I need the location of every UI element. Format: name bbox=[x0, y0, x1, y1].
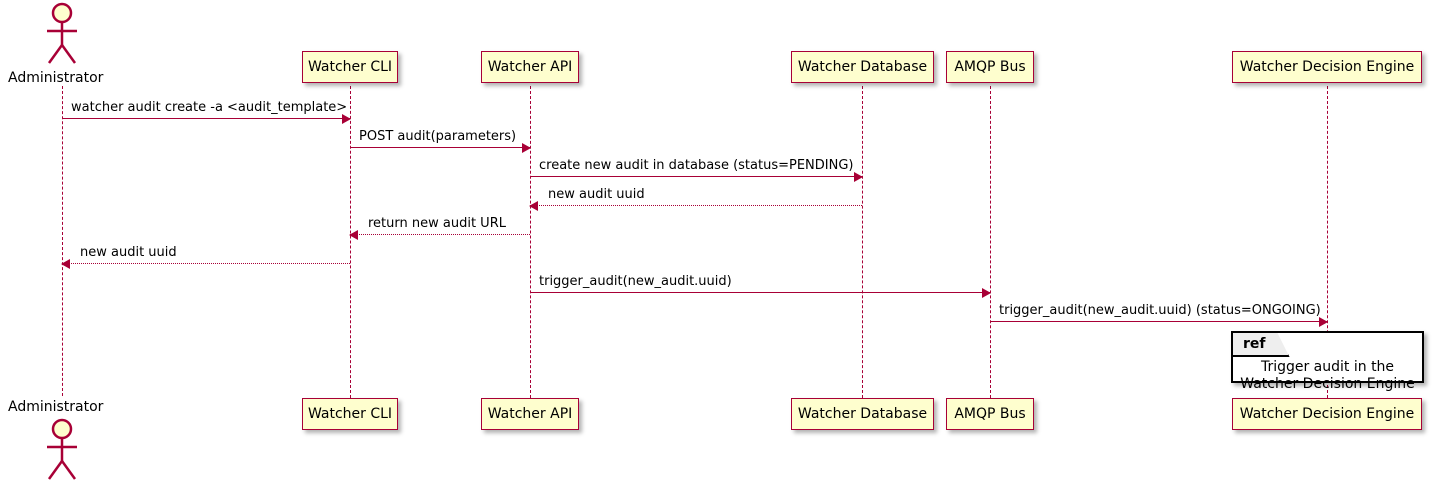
actor-figure-icon bbox=[47, 418, 77, 480]
actor-administrator-bottom bbox=[38, 418, 86, 482]
message-label: return new audit URL bbox=[368, 216, 506, 231]
message-line bbox=[350, 234, 530, 235]
arrowhead-icon bbox=[529, 200, 538, 211]
participant-watcher-api-bottom[interactable]: Watcher API bbox=[481, 398, 579, 430]
participant-watcher-api-top[interactable]: Watcher API bbox=[481, 51, 579, 83]
message-label: trigger_audit(new_audit.uuid) bbox=[539, 274, 732, 289]
arrowhead-icon bbox=[522, 142, 531, 153]
participant-watcher-cli-bottom[interactable]: Watcher CLI bbox=[302, 398, 398, 430]
message-label: watcher audit create -a <audit_template> bbox=[71, 100, 348, 115]
message-line bbox=[62, 263, 350, 264]
arrowhead-icon bbox=[61, 258, 70, 269]
lifeline-watcher-database bbox=[862, 86, 863, 398]
message-line bbox=[62, 118, 350, 119]
actor-administrator-top bbox=[38, 2, 86, 66]
message-label: new audit uuid bbox=[548, 187, 645, 202]
actor-label-administrator-top: Administrator bbox=[8, 70, 104, 86]
actor-label-administrator-bottom: Administrator bbox=[8, 399, 104, 415]
lifeline-amqp-bus bbox=[990, 86, 991, 398]
ref-fragment-line-1: Trigger audit in the bbox=[1260, 359, 1395, 375]
participant-amqp-bus-top[interactable]: AMQP Bus bbox=[946, 51, 1034, 83]
message-label: new audit uuid bbox=[80, 245, 177, 260]
actor-figure-icon bbox=[47, 2, 77, 64]
ref-fragment-line-2: Watcher Decision Engine bbox=[1240, 376, 1415, 392]
ref-fragment-tab-label: ref bbox=[1233, 333, 1290, 357]
message-line bbox=[530, 292, 990, 293]
participant-watcher-decision-engine-top[interactable]: Watcher Decision Engine bbox=[1232, 51, 1422, 83]
arrowhead-icon bbox=[854, 171, 863, 182]
message-label: create new audit in database (status=PEN… bbox=[539, 158, 854, 173]
lifeline-watcher-cli bbox=[350, 86, 351, 398]
arrowhead-icon bbox=[342, 113, 351, 124]
participant-watcher-database-bottom[interactable]: Watcher Database bbox=[791, 398, 934, 430]
arrowhead-icon bbox=[1319, 316, 1328, 327]
message-line bbox=[350, 147, 530, 148]
participant-amqp-bus-bottom[interactable]: AMQP Bus bbox=[946, 398, 1034, 430]
arrowhead-icon bbox=[982, 287, 991, 298]
arrowhead-icon bbox=[349, 229, 358, 240]
participant-watcher-decision-engine-bottom[interactable]: Watcher Decision Engine bbox=[1232, 398, 1422, 430]
message-label: trigger_audit(new_audit.uuid) (status=ON… bbox=[999, 303, 1321, 318]
message-label: POST audit(parameters) bbox=[359, 129, 517, 144]
lifeline-administrator bbox=[62, 86, 63, 396]
ref-fragment-body: Trigger audit in the Watcher Decision En… bbox=[1233, 359, 1422, 393]
lifeline-watcher-api bbox=[530, 86, 531, 398]
message-line bbox=[530, 176, 862, 177]
lifeline-watcher-decision-engine bbox=[1327, 86, 1328, 398]
participant-watcher-cli-top[interactable]: Watcher CLI bbox=[302, 51, 398, 83]
ref-fragment: ref Trigger audit in the Watcher Decisio… bbox=[1231, 331, 1424, 392]
participant-watcher-database-top[interactable]: Watcher Database bbox=[791, 51, 934, 83]
message-line bbox=[530, 205, 862, 206]
message-line bbox=[990, 321, 1327, 322]
